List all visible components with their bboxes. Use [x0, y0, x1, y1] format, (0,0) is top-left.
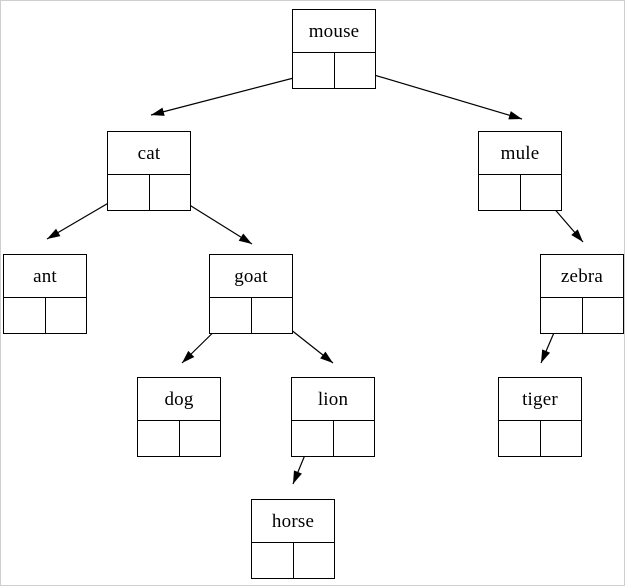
tree-node-horse: horse	[251, 499, 335, 579]
tree-node-label: dog	[164, 388, 194, 410]
tree-node-dog: dog	[137, 377, 221, 457]
right-pointer-cell-ant	[45, 298, 86, 333]
right-pointer-cell-mouse	[334, 53, 375, 88]
right-pointer-cell-dog	[179, 421, 220, 456]
arrowhead	[151, 107, 165, 116]
tree-node-lion: lion	[291, 377, 375, 457]
arrowhead	[571, 229, 583, 242]
tree-node-pointer-cells	[292, 420, 374, 456]
tree-node-pointer-cells	[138, 420, 220, 456]
arrowhead	[293, 470, 302, 484]
arrowhead	[320, 351, 333, 363]
tree-node-label: ant	[33, 265, 57, 287]
left-pointer-cell-cat	[108, 175, 150, 210]
left-pointer-cell-lion	[292, 421, 334, 456]
right-pointer-cell-lion	[333, 421, 374, 456]
left-pointer-cell-tiger	[499, 421, 541, 456]
right-pointer-cell-horse	[293, 543, 334, 578]
tree-node-pointer-cells	[4, 297, 86, 333]
tree-node-label: zebra	[560, 265, 604, 287]
left-pointer-cell-mule	[479, 175, 521, 210]
tree-node-label: horse	[271, 510, 315, 532]
tree-node-mule: mule	[478, 131, 562, 211]
tree-node-goat: goat	[209, 254, 293, 334]
arrowhead	[238, 233, 252, 244]
right-pointer-cell-mule	[520, 175, 561, 210]
right-pointer-cell-zebra	[582, 298, 623, 333]
tree-node-pointer-cells	[108, 174, 190, 210]
right-pointer-cell-tiger	[540, 421, 581, 456]
tree-node-pointer-cells	[210, 297, 292, 333]
arrowhead	[182, 350, 195, 363]
edge-mouse-to-mule	[353, 68, 523, 120]
left-pointer-cell-dog	[138, 421, 180, 456]
edge-mouse-to-cat	[150, 72, 314, 116]
arrowhead	[508, 111, 522, 120]
right-pointer-cell-goat	[251, 298, 292, 333]
tree-node-pointer-cells	[293, 52, 375, 88]
tree-node-label: mouse	[308, 20, 360, 42]
tree-node-label: lion	[317, 388, 349, 410]
tree-node-mouse: mouse	[292, 9, 376, 89]
tree-node-zebra: zebra	[540, 254, 624, 334]
right-pointer-cell-cat	[149, 175, 190, 210]
tree-node-cat: cat	[107, 131, 191, 211]
left-pointer-cell-horse	[252, 543, 294, 578]
tree-node-pointer-cells	[541, 297, 623, 333]
left-pointer-cell-ant	[4, 298, 46, 333]
arrowhead	[47, 228, 61, 239]
tree-node-label: goat	[234, 265, 268, 287]
tree-node-ant: ant	[3, 254, 87, 334]
arrowhead	[541, 349, 551, 363]
tree-node-label: tiger	[522, 388, 558, 410]
left-pointer-cell-mouse	[293, 53, 335, 88]
tree-node-label: mule	[500, 142, 540, 164]
tree-node-pointer-cells	[479, 174, 561, 210]
left-pointer-cell-goat	[210, 298, 252, 333]
left-pointer-cell-zebra	[541, 298, 583, 333]
tree-node-pointer-cells	[252, 542, 334, 578]
tree-node-tiger: tiger	[498, 377, 582, 457]
tree-node-pointer-cells	[499, 420, 581, 456]
tree-node-label: cat	[137, 142, 161, 164]
